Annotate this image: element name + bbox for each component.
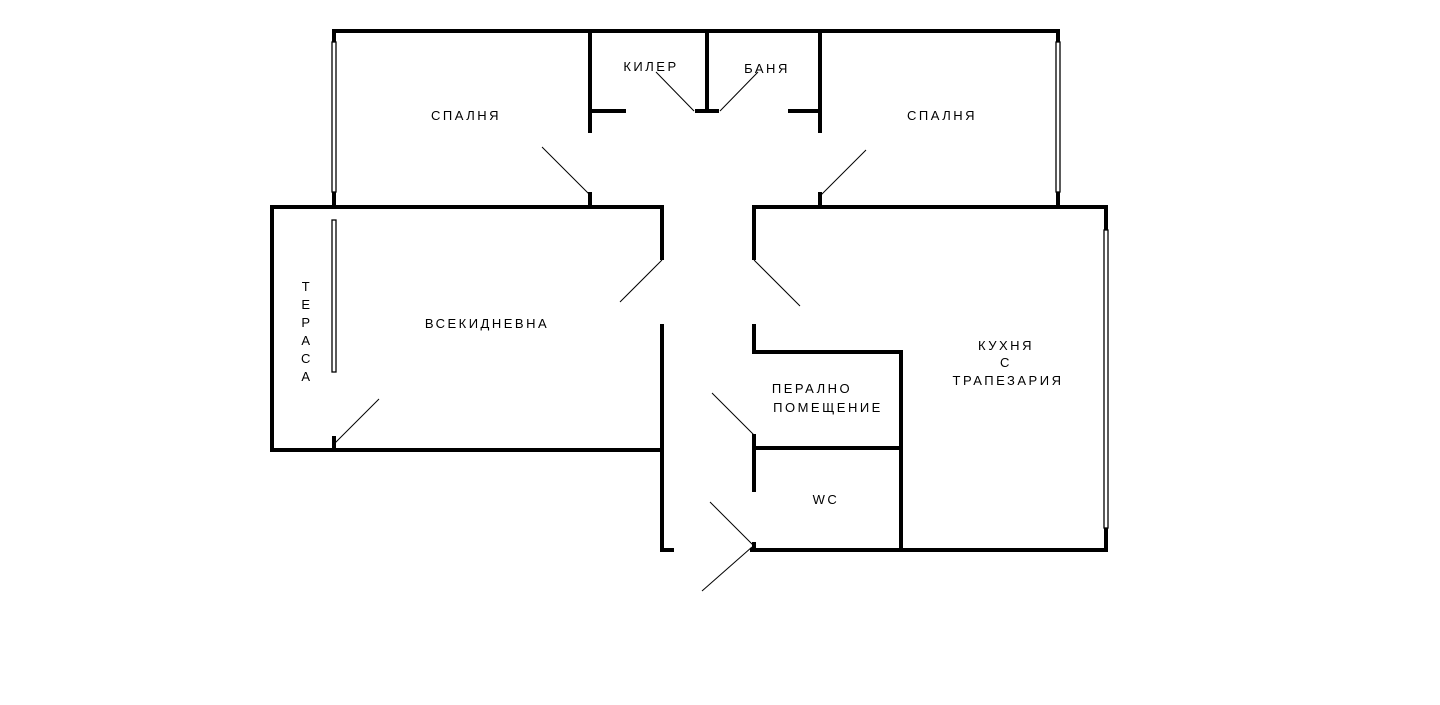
label-wc: WC [813, 492, 840, 507]
label-laundry-line: ПОМЕЩЕНИЕ [773, 400, 883, 415]
label-kitchen-line: С [1000, 355, 1012, 370]
door-pantry [655, 71, 695, 112]
label-laundry: ПЕРАЛНО ПОМЕЩЕНИЕ [772, 381, 883, 415]
label-terrace-letter: Е [301, 297, 312, 312]
label-terrace-letter: А [301, 369, 312, 384]
label-terrace-letter: Р [301, 315, 312, 330]
door-kitchen [753, 259, 801, 307]
label-kitchen-line: КУХНЯ [978, 338, 1034, 353]
door-bathroom [719, 71, 759, 112]
doors [333, 71, 867, 592]
room-labels: СПАЛНЯ КИЛЕР БАНЯ СПАЛНЯ ВСЕКИДНЕВНА Т Е… [301, 59, 1064, 507]
label-bedroom-left: СПАЛНЯ [431, 108, 501, 123]
door-wc [709, 501, 755, 547]
label-kitchen: КУХНЯ С ТРАПЕЗАРИЯ [953, 338, 1064, 388]
walls [270, 29, 1108, 552]
label-pantry: КИЛЕР [623, 59, 678, 74]
label-terrace-letter: А [301, 333, 312, 348]
windows [331, 41, 1109, 529]
label-kitchen-line: ТРАПЕЗАРИЯ [953, 373, 1064, 388]
label-terrace-letter: С [301, 351, 313, 366]
window-bedroom-right [1055, 41, 1061, 193]
label-terrace: Т Е Р А С А [301, 279, 313, 384]
label-living-room: ВСЕКИДНЕВНА [425, 316, 549, 331]
window-kitchen [1103, 229, 1109, 529]
door-living-room [619, 259, 663, 303]
window-bedroom-left [331, 41, 337, 193]
window-terrace [331, 219, 337, 373]
door-bedroom-left [541, 146, 591, 196]
door-laundry [711, 392, 755, 436]
label-bathroom: БАНЯ [744, 61, 790, 76]
door-bedroom-right [819, 149, 867, 197]
label-laundry-line: ПЕРАЛНО [772, 381, 852, 396]
door-entrance [701, 546, 753, 592]
label-terrace-letter: Т [302, 279, 312, 294]
door-terrace [333, 398, 380, 445]
label-bedroom-right: СПАЛНЯ [907, 108, 977, 123]
